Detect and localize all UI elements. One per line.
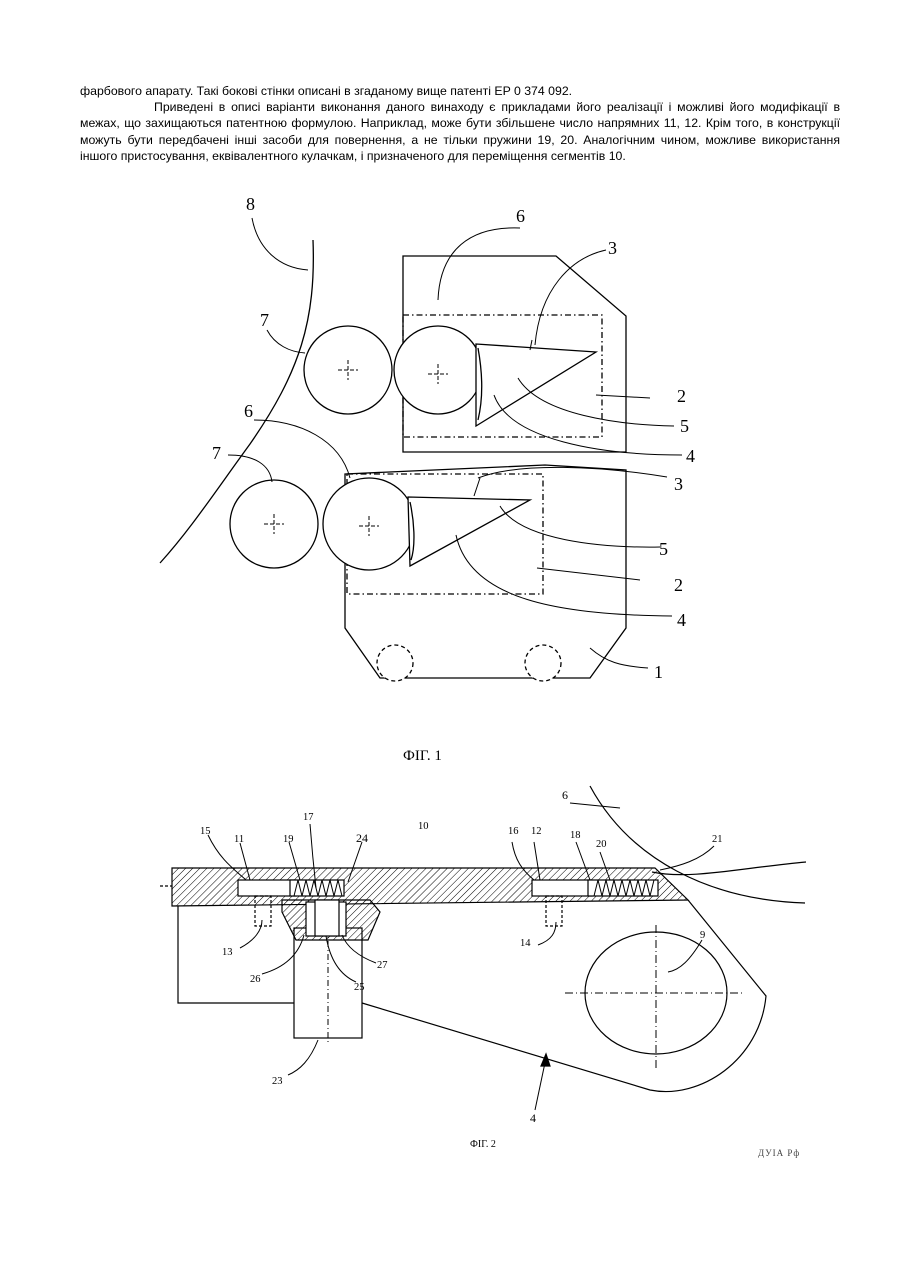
page-footer-mark: ДУІА Рф <box>758 1148 800 1158</box>
fig1-caption: ФІГ. 1 <box>403 748 442 764</box>
fig2-label-24: 24 <box>356 831 368 845</box>
fig2-label-18: 18 <box>570 830 581 841</box>
fig2-label-23: 23 <box>272 1076 283 1087</box>
fig1-wheel-left <box>377 645 413 681</box>
fig2-label-19: 19 <box>283 834 294 845</box>
fig2-label-15: 15 <box>200 826 211 837</box>
fig2-label-25: 25 <box>354 982 365 993</box>
fig2-drawing <box>160 786 806 1110</box>
fig2-label-26: 26 <box>250 974 261 985</box>
fig1-drawing <box>160 218 682 681</box>
fig1-label-6-lower: 6 <box>244 401 253 421</box>
fig1-label-6-upper: 6 <box>516 206 525 226</box>
fig1-label-7-lower: 7 <box>212 443 221 463</box>
fig2-label-20: 20 <box>596 839 607 850</box>
fig2-label-14: 14 <box>520 938 531 949</box>
fig2-label-9: 9 <box>700 930 705 941</box>
fig1-label-5-upper: 5 <box>680 416 689 436</box>
fig1-label-2-upper: 2 <box>677 386 686 406</box>
fig2-label-11: 11 <box>234 834 244 845</box>
fig2-guide-11 <box>238 880 296 896</box>
fig2-label-21: 21 <box>712 834 723 845</box>
fig2-label-12: 12 <box>531 826 542 837</box>
fig1-label-2-lower: 2 <box>674 575 683 595</box>
fig1-label-1: 1 <box>654 662 663 682</box>
fig2-label-6: 6 <box>562 788 568 802</box>
fig1-label-3-lower: 3 <box>674 474 683 494</box>
fig2-label-4: 4 <box>530 1111 536 1125</box>
fig1-label-4-upper: 4 <box>686 446 695 466</box>
fig2-label-16: 16 <box>508 826 519 837</box>
fig2-guide-12 <box>532 880 592 896</box>
fig2-label-27: 27 <box>377 960 388 971</box>
fig2-label-17: 17 <box>303 812 314 823</box>
fig1-label-7-upper: 7 <box>260 310 269 330</box>
fig2-caption: ФІГ. 2 <box>470 1139 496 1150</box>
fig1-wheel-right <box>525 645 561 681</box>
fig1-label-5-lower: 5 <box>659 539 668 559</box>
fig1-blade-lower <box>408 497 530 566</box>
fig2-label-13: 13 <box>222 947 233 958</box>
fig1-label-4-lower: 4 <box>677 610 686 630</box>
fig2-label-10: 10 <box>418 821 429 832</box>
fig1-label-3-upper: 3 <box>608 238 617 258</box>
fig1-label-8: 8 <box>246 194 255 214</box>
